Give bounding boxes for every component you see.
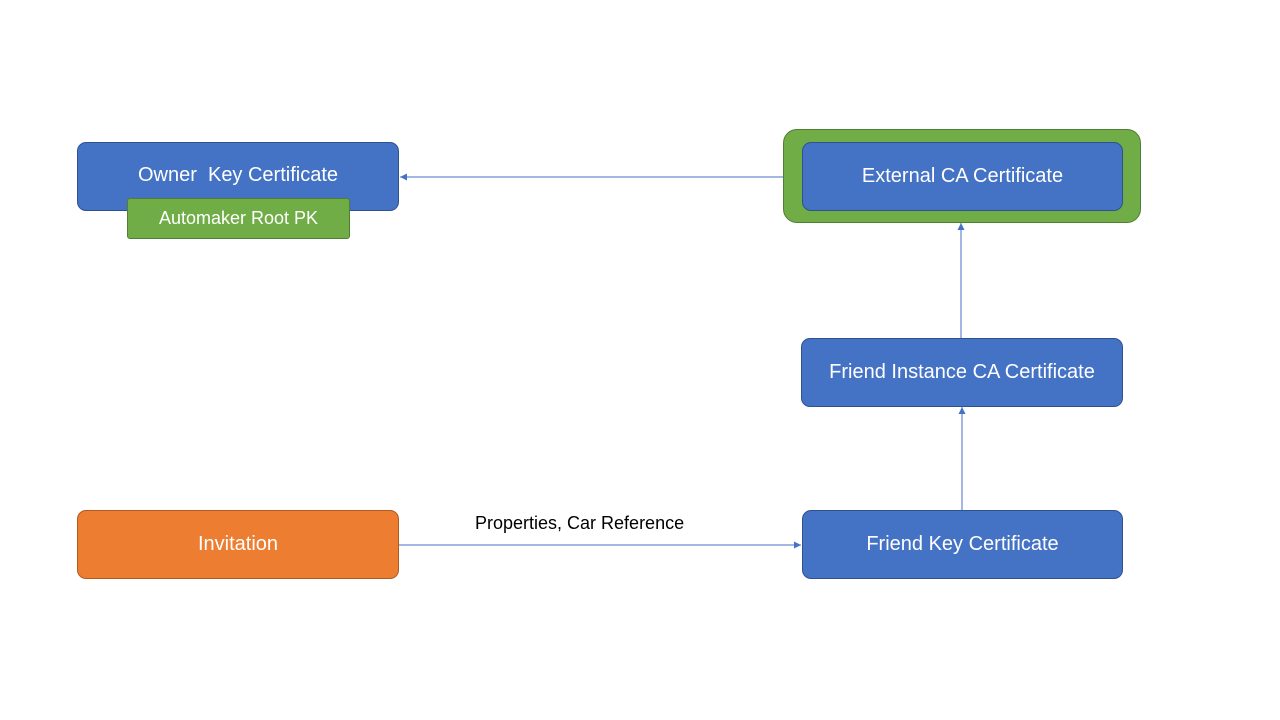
friend-key-certificate-node: Friend Key Certificate [802,510,1123,579]
friend-instance-ca-certificate-node: Friend Instance CA Certificate [801,338,1123,407]
automaker-root-pk-node: Automaker Root PK [127,198,350,239]
edge-label-properties-car-reference: Properties, Car Reference [475,513,685,533]
automaker-root-pk-label: Automaker Root PK [158,208,319,228]
invitation-node: Invitation [77,510,399,579]
external-ca-certificate-label: External CA Certificate [861,165,1064,187]
friend-key-certificate-label: Friend Key Certificate [866,533,1059,555]
invitation-label: Invitation [197,533,279,555]
owner-key-certificate-node: Owner Key Certificate [77,142,399,211]
friend-instance-ca-certificate-label: Friend Instance CA Certificate [829,361,1095,383]
external-ca-certificate-node: External CA Certificate [802,142,1123,211]
owner-key-certificate-label: Owner Key Certificate [137,164,339,186]
